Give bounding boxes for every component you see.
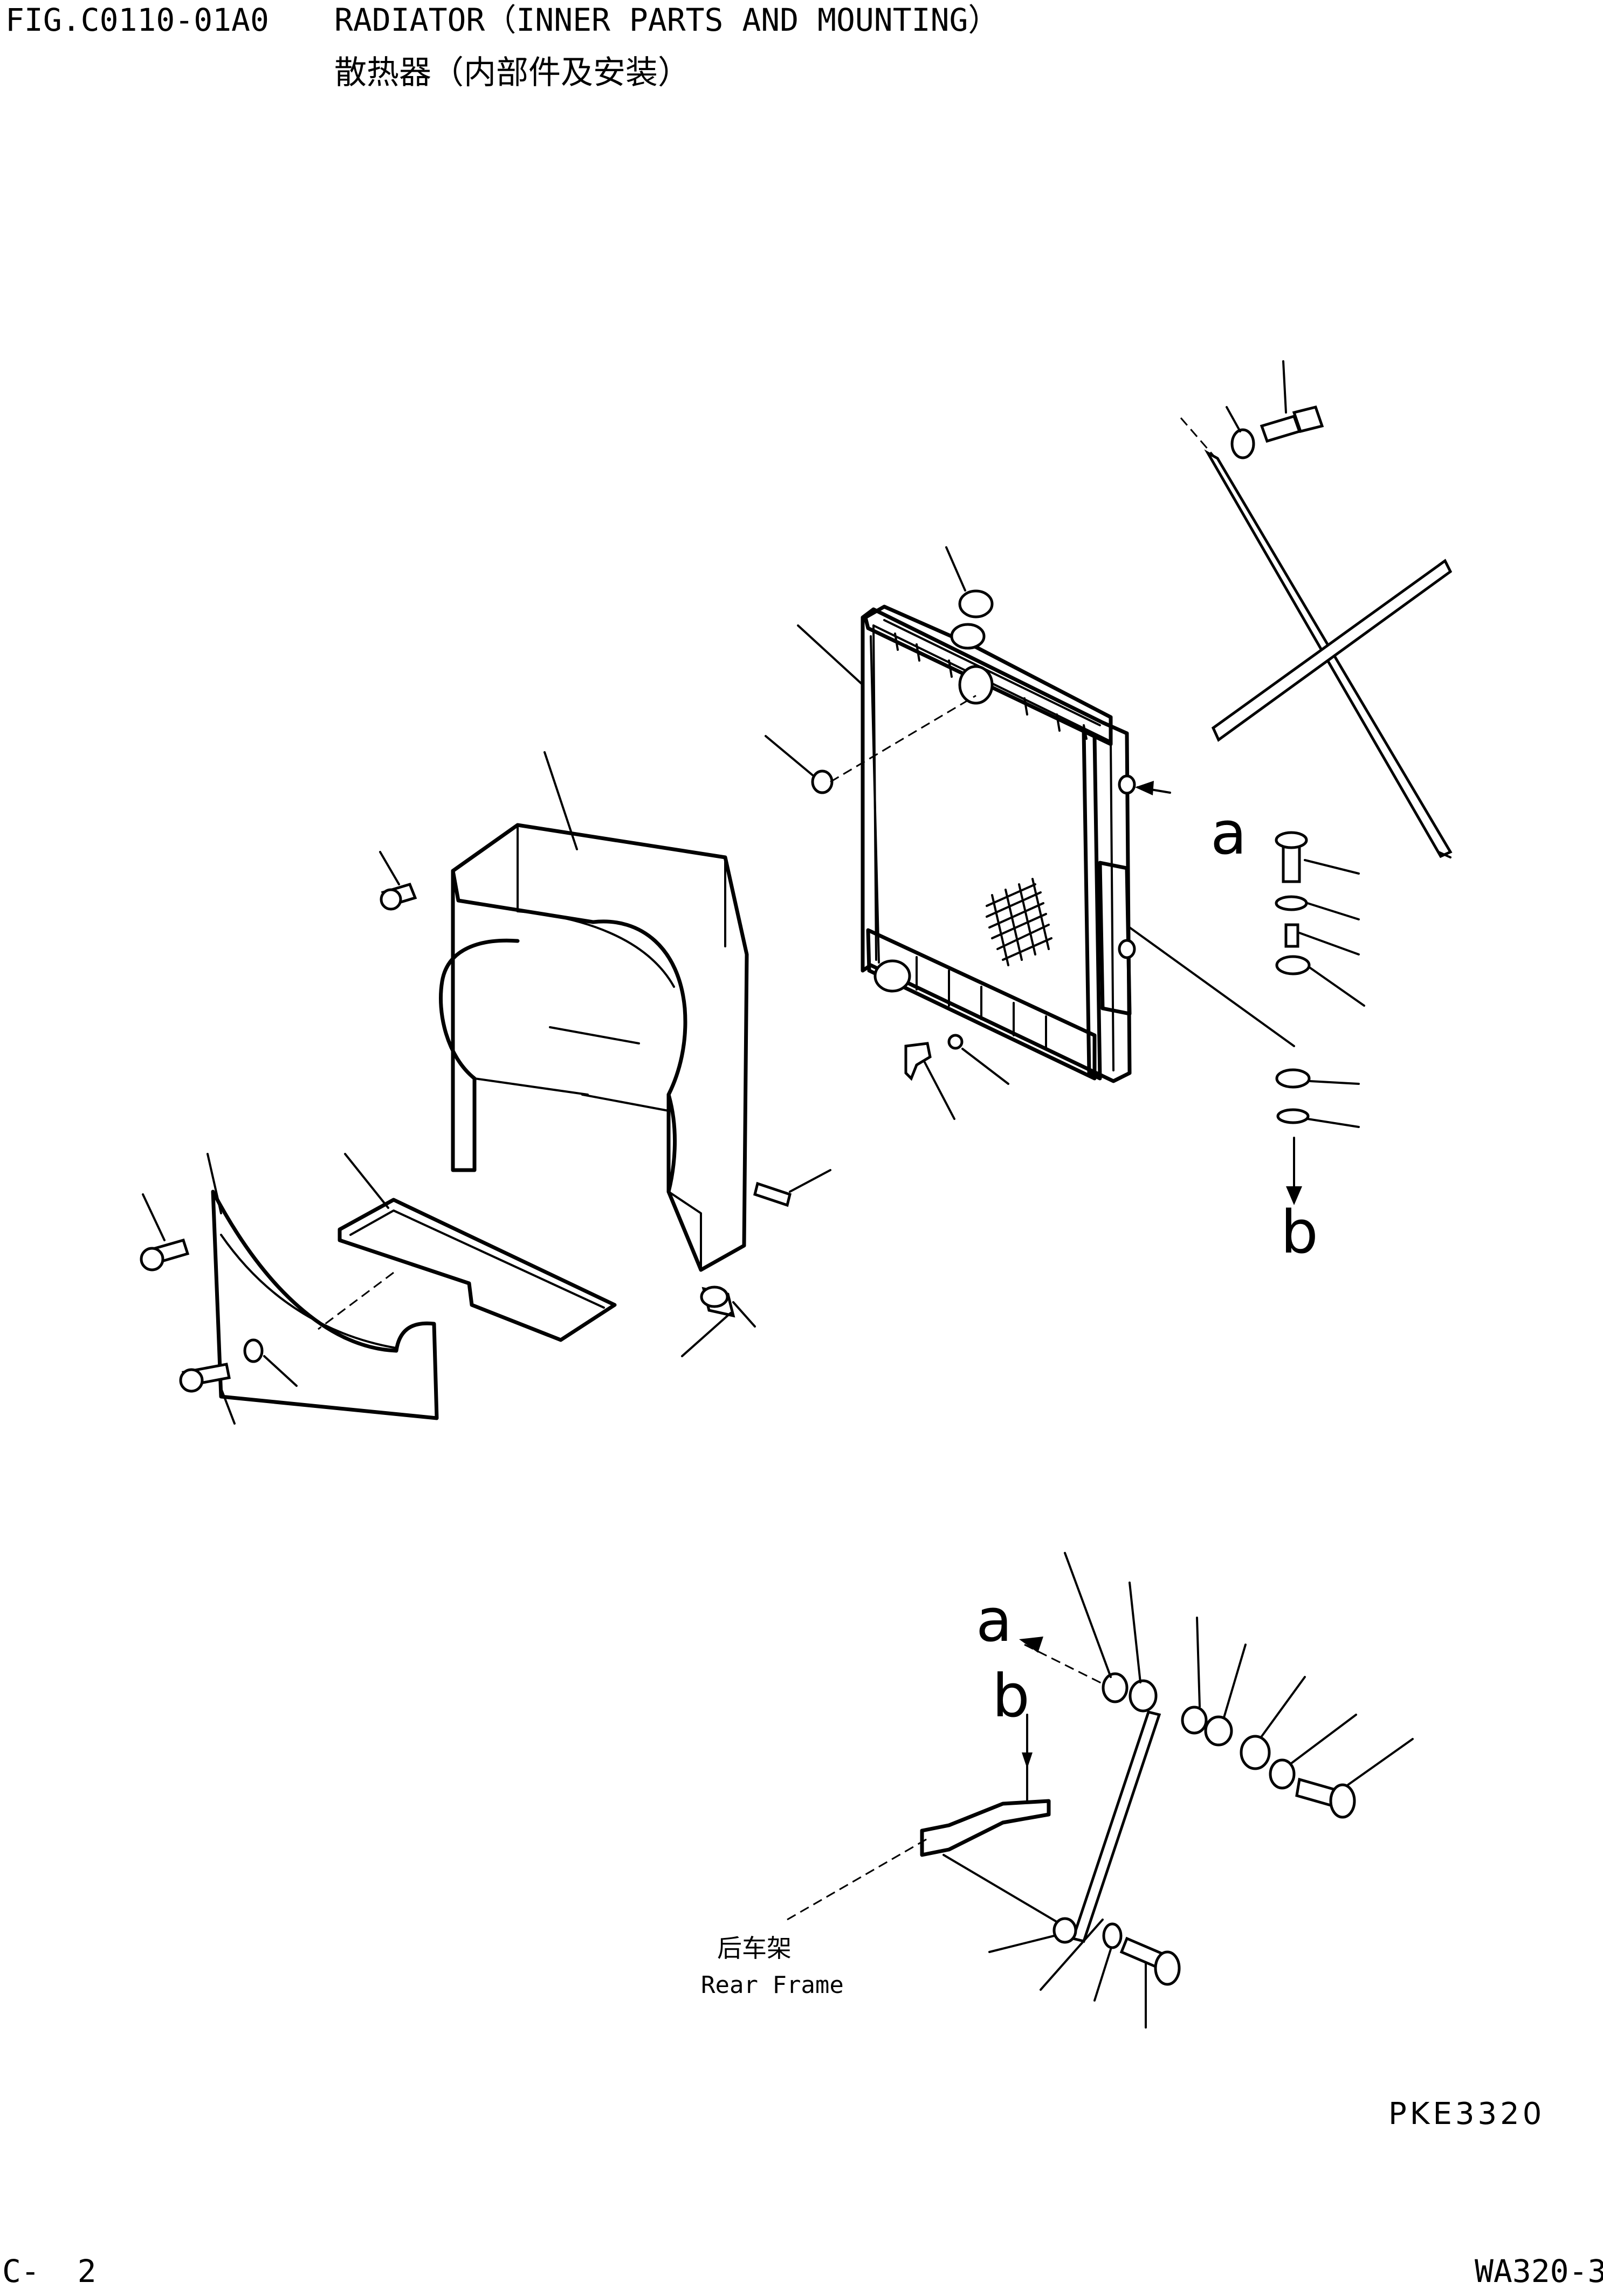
drawing-number: PKE3320 bbox=[1388, 2096, 1545, 2132]
fan-guard bbox=[207, 1153, 439, 1420]
shroud-bolt-left bbox=[379, 851, 417, 911]
upper-bolt bbox=[1260, 360, 1324, 443]
connector-label-a-bottom: a bbox=[976, 1586, 1013, 1655]
radiator-core bbox=[797, 604, 1136, 1083]
connector-label-b-top: b bbox=[1281, 1198, 1318, 1267]
guard-plate bbox=[318, 1153, 617, 1342]
model-number: WA320-3 bbox=[1475, 2253, 1603, 2290]
drain-cock bbox=[904, 1034, 1009, 1120]
title-chinese: 散热器（内部件及安装） bbox=[334, 54, 690, 92]
rear-frame-label-english: Rear Frame bbox=[701, 1971, 844, 1999]
connector-label-b-bottom: b bbox=[992, 1661, 1030, 1730]
fan-shroud bbox=[439, 751, 749, 1272]
shroud-bolt-lower bbox=[753, 1169, 831, 1207]
figure-code: FIG.C0110-01A0 bbox=[5, 2, 269, 38]
connector-label-a-top: a bbox=[1210, 799, 1247, 868]
rear-frame-label-chinese: 后车架 bbox=[717, 1934, 792, 1963]
guard-bolt-upper bbox=[140, 1193, 190, 1271]
radiator-side-bolt bbox=[765, 695, 976, 794]
core-fin-mesh bbox=[986, 878, 1052, 966]
mount-stack bbox=[1129, 781, 1365, 1205]
guard-bolt-right bbox=[681, 1286, 756, 1357]
guard-bolt-lower bbox=[179, 1338, 298, 1425]
upper-washer bbox=[1226, 406, 1255, 459]
radiator-cap bbox=[945, 546, 994, 618]
page-number: C- 2 bbox=[2, 2253, 97, 2290]
title-english: RADIATOR（INNER PARTS AND MOUNTING） bbox=[334, 2, 1000, 38]
stay-rod-assembly bbox=[787, 1552, 1414, 2029]
x-brace-stay bbox=[1180, 417, 1453, 858]
